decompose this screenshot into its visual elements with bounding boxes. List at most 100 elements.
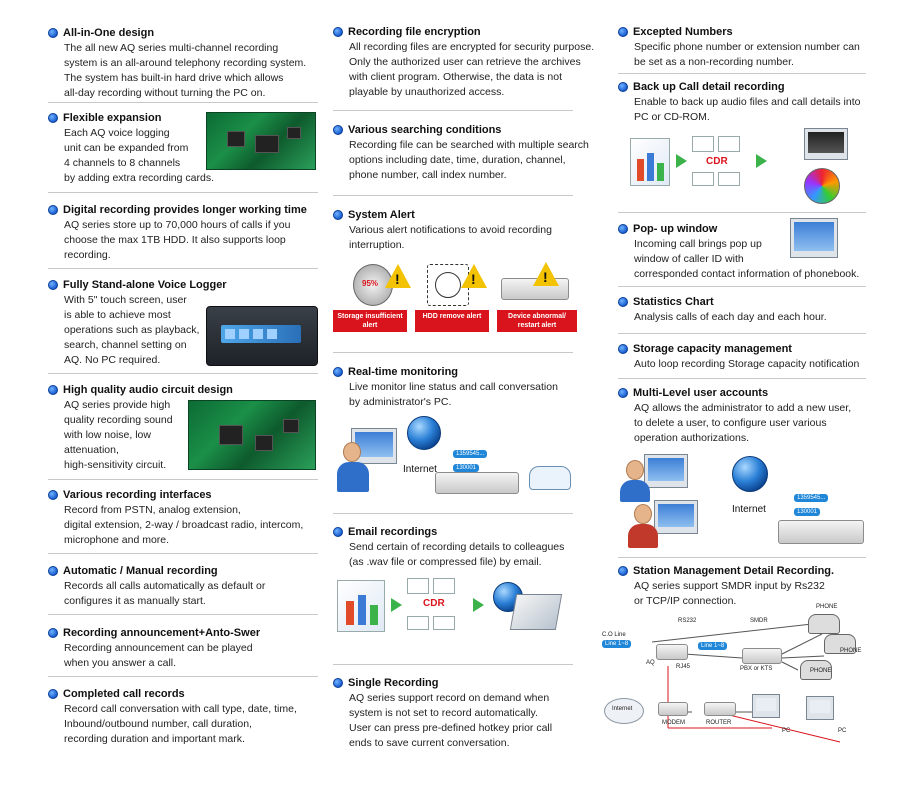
body-line: is able to achieve most <box>64 309 171 321</box>
section-title: All-in-One design <box>63 27 155 39</box>
section-title: Various searching conditions <box>348 124 502 136</box>
body-line: choose the max 1TB HDD. It also supports… <box>64 234 286 246</box>
pc-label: PC <box>782 728 791 734</box>
section-title: High quality audio circuit design <box>63 384 233 396</box>
section-title: Recording announcement+Anto-Swer <box>63 627 261 639</box>
section-title: Real-time monitoring <box>348 366 459 378</box>
body-line: Analysis calls of each day and each hour… <box>634 311 827 323</box>
pbx-label: PBX or KTS <box>740 666 773 672</box>
bullet-icon <box>48 385 58 395</box>
body-line: all-day recording without turning the PC… <box>64 87 266 99</box>
body-line: Recording announcement can be played <box>64 642 253 654</box>
system-alert-illustration: 95% ! Storage insufficient alert ! HDD r… <box>333 258 583 338</box>
section-call-records: Completed call records Record call conve… <box>48 686 297 747</box>
divider <box>48 614 318 615</box>
modem-label: MODEM <box>662 720 685 726</box>
body-line: (as .wav file or compressed file) by ema… <box>349 556 542 568</box>
body-line: to delete a user, to configure user vari… <box>634 417 827 429</box>
pc-icon <box>752 694 780 718</box>
rs232-label: RS232 <box>678 618 697 624</box>
internet-label: Internet <box>732 504 766 515</box>
divider <box>48 479 318 480</box>
divider <box>333 110 573 111</box>
cd-rom-icon <box>804 168 840 204</box>
aq-device-icon <box>656 644 688 660</box>
body-line: The all new AQ series multi-channel reco… <box>64 42 279 54</box>
section-interfaces: Various recording interfaces Record from… <box>48 487 303 548</box>
body-line: or TCP/IP connection. <box>634 595 737 607</box>
smdr-diagram: C.O Line Line 1~8 RS232 SMDR AQ Line 1~8… <box>602 604 874 754</box>
section-digital-recording: Digital recording provides longer workin… <box>48 202 307 263</box>
body-line: AQ. No PC required. <box>64 354 161 366</box>
section-title: Flexible expansion <box>63 112 162 124</box>
section-title: Various recording interfaces <box>63 489 212 501</box>
pc-monitor-icon <box>654 500 698 534</box>
bullet-icon <box>618 566 628 576</box>
divider <box>618 557 866 558</box>
telephone-icon <box>808 614 840 634</box>
line-label: Line 1~8 <box>602 640 632 648</box>
body-line: Recording file can be searched with mult… <box>349 139 589 151</box>
body-line: operation authorizations. <box>634 432 749 444</box>
divider <box>618 212 866 213</box>
section-title: Multi-Level user accounts <box>633 387 769 399</box>
section-auto-manual: Automatic / Manual recording Records all… <box>48 563 265 609</box>
alert-label: Device abnormal/ restart alert <box>497 310 577 332</box>
body-line: The system has built-in hard drive which… <box>64 72 284 84</box>
body-line: when you answer a call. <box>64 657 177 669</box>
divider <box>618 378 866 379</box>
telephone-icon <box>529 466 571 490</box>
section-encryption: Recording file encryption All recording … <box>333 24 594 100</box>
body-line: options including date, time, duration, … <box>349 154 566 166</box>
body-line: system is not set to record automaticall… <box>349 707 538 719</box>
user-icon <box>343 442 361 462</box>
body-line: by administrator's PC. <box>349 396 452 408</box>
report-icon <box>337 580 385 632</box>
body-line: Various alert notifications to avoid rec… <box>349 224 552 236</box>
telephone-icon <box>824 634 856 654</box>
body-line: Specific phone number or extension numbe… <box>634 41 860 53</box>
modem-icon <box>658 702 688 716</box>
section-title: Completed call records <box>63 688 185 700</box>
body-line: AQ series store up to 70,000 hours of ca… <box>64 219 291 231</box>
section-title: Email recordings <box>348 526 438 538</box>
bullet-icon <box>48 689 58 699</box>
body-line: Only the authorized user can retrieve th… <box>349 56 581 68</box>
phone-label: PHONE <box>810 668 832 674</box>
cdr-label: CDR <box>423 598 445 609</box>
body-line: AQ allows the administrator to add a new… <box>634 402 852 414</box>
cdr-label: CDR <box>706 156 728 167</box>
divider <box>333 195 573 196</box>
body-line: high-sensitivity circuit. <box>64 459 167 471</box>
body-line: attenuation, <box>64 444 119 456</box>
divider <box>618 333 866 334</box>
divider <box>618 73 866 74</box>
section-email: Email recordings Send certain of recordi… <box>333 524 564 570</box>
section-storage: Storage capacity management Auto loop re… <box>618 341 859 372</box>
section-title: Digital recording provides longer workin… <box>63 204 307 216</box>
alert-label: Storage insufficient alert <box>333 310 407 332</box>
aq-label: AQ <box>646 660 655 666</box>
touch-screen-image <box>206 306 318 366</box>
arrow-icon <box>756 154 767 168</box>
arrow-icon <box>676 154 687 168</box>
divider <box>48 373 318 374</box>
section-searching: Various searching conditions Recording f… <box>333 122 589 183</box>
section-title: Automatic / Manual recording <box>63 565 218 577</box>
body-line: AQ series support record on demand when <box>349 692 550 704</box>
caller-id-callout: 130001 <box>453 464 480 472</box>
bullet-icon <box>333 125 343 135</box>
body-line: quality recording sound <box>64 414 173 426</box>
bullet-icon <box>618 82 628 92</box>
body-line: by adding extra recording cards. <box>64 172 214 184</box>
section-standalone: Fully Stand-alone Voice Logger With 5" t… <box>48 277 227 368</box>
divider <box>48 102 318 103</box>
pc-label: PC <box>838 728 847 734</box>
multi-user-illustration: Internet 1359545... 130001 <box>618 448 868 552</box>
body-line: unit can be expanded from <box>64 142 189 154</box>
body-line: Incoming call brings pop up <box>634 238 762 250</box>
warning-icon <box>385 264 411 288</box>
user-icon <box>626 460 644 480</box>
section-title: Pop- up window <box>633 223 718 235</box>
bullet-icon <box>333 367 343 377</box>
